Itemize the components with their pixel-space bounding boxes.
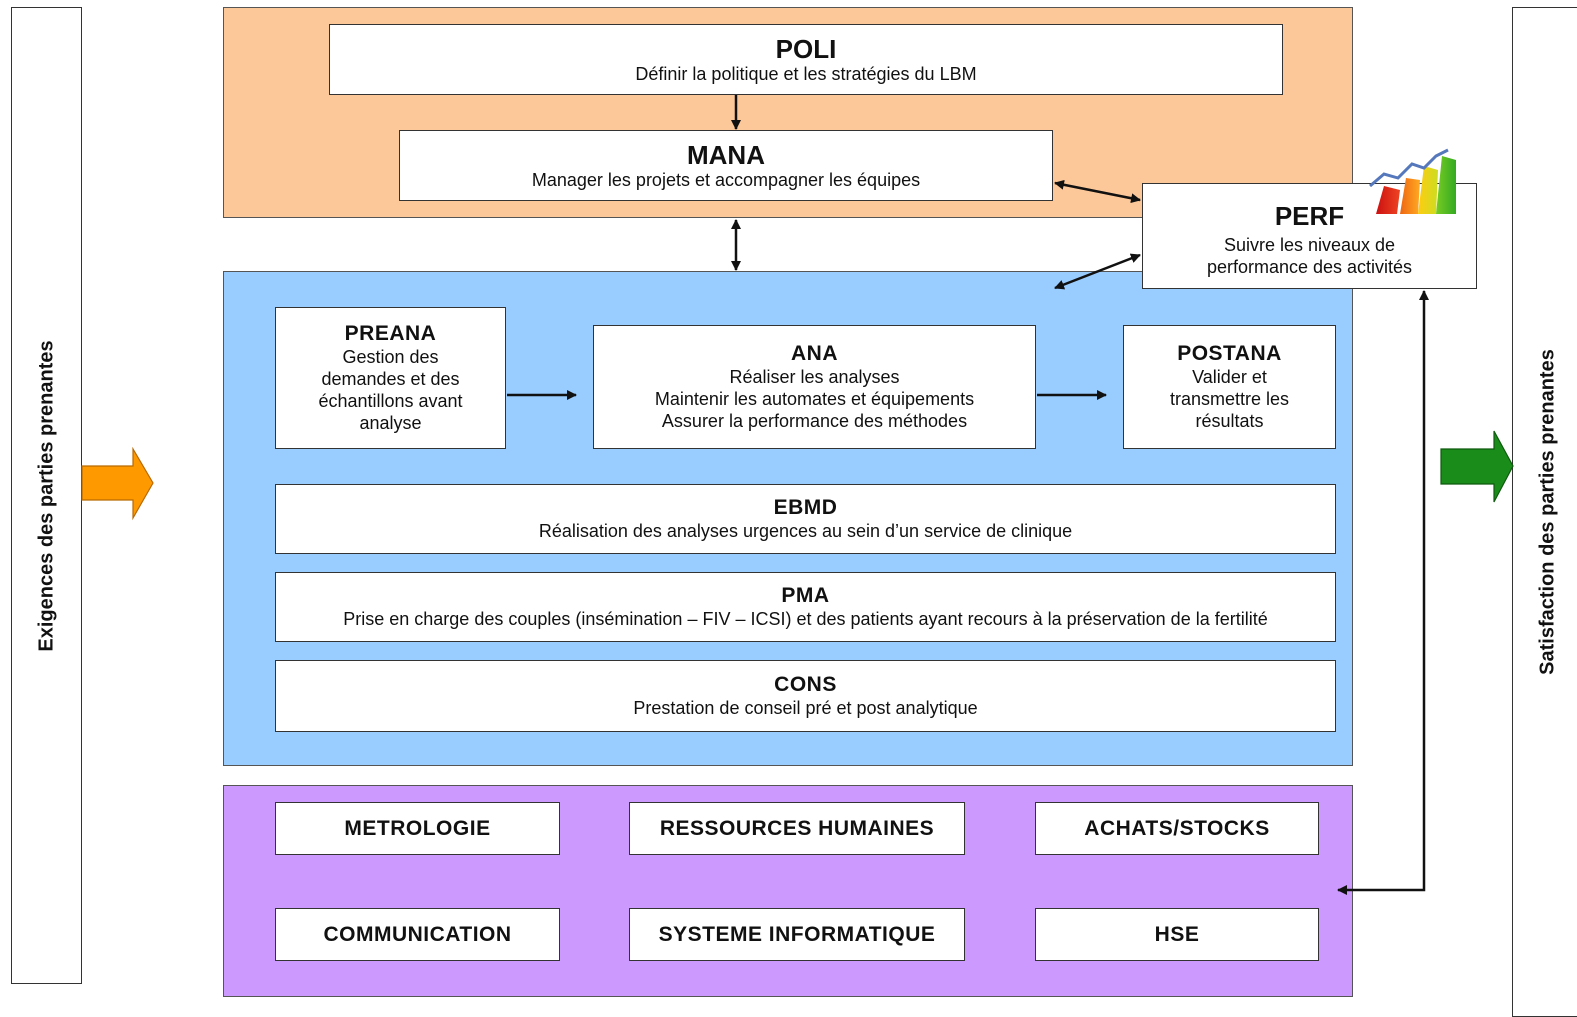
stakeholder-satisfaction-label: Satisfaction des parties prenantes <box>1536 349 1558 675</box>
process-mana: MANA Manager les projets et accompagner … <box>399 130 1053 201</box>
support-ressources-humaines: RESSOURCES HUMAINES <box>629 802 965 855</box>
process-ebmd: EBMD Réalisation des analyses urgences a… <box>275 484 1336 554</box>
process-perf-desc: Suivre les niveaux de performance des ac… <box>1206 235 1413 277</box>
support-communication: COMMUNICATION <box>275 908 560 961</box>
process-cons: CONS Prestation de conseil pré et post a… <box>275 660 1336 732</box>
process-pma-code: PMA <box>781 584 830 607</box>
process-poli-desc: Définir la politique et les stratégies d… <box>635 63 977 84</box>
process-mana-desc: Manager les projets et accompagner les é… <box>531 169 921 190</box>
process-ebmd-desc: Réalisation des analyses urgences au sei… <box>538 521 1073 541</box>
stakeholder-requirements-column: Exigences des parties prenantes <box>11 7 82 984</box>
output-arrow-icon <box>1440 430 1514 503</box>
process-preana-code: PREANA <box>344 322 437 345</box>
support-systeme-informatique: SYSTEME INFORMATIQUE <box>629 908 965 961</box>
process-preana-desc: Gestion des demandes et des échantillons… <box>318 347 463 433</box>
support-achats-stocks: ACHATS/STOCKS <box>1035 802 1319 855</box>
process-cons-code: CONS <box>774 673 837 696</box>
process-ebmd-code: EBMD <box>773 496 838 519</box>
process-ana-code: ANA <box>791 342 838 365</box>
process-poli-code: POLI <box>775 33 837 64</box>
process-postana: POSTANA Valider et transmettre les résul… <box>1123 325 1336 449</box>
process-postana-code: POSTANA <box>1177 342 1282 365</box>
process-poli: POLI Définir la politique et les stratég… <box>329 24 1283 95</box>
process-preana: PREANA Gestion des demandes et des échan… <box>275 307 506 449</box>
process-pma: PMA Prise en charge des couples (insémin… <box>275 572 1336 642</box>
process-postana-desc: Valider et transmettre les résultats <box>1169 367 1290 431</box>
process-mana-code: MANA <box>687 139 765 170</box>
process-ana: ANA Réaliser les analyses Maintenir les … <box>593 325 1036 449</box>
process-pma-desc: Prise en charge des couples (inséminatio… <box>343 609 1268 629</box>
stakeholder-requirements-label: Exigences des parties prenantes <box>35 339 57 652</box>
process-perf: PERF Suivre les niveaux de performance d… <box>1142 183 1477 289</box>
process-ana-desc: Réaliser les analyses Maintenir les auto… <box>654 367 975 431</box>
process-perf-code: PERF <box>1274 201 1345 231</box>
support-metrologie: METROLOGIE <box>275 802 560 855</box>
input-arrow-icon <box>81 446 154 521</box>
process-cons-desc: Prestation de conseil pré et post analyt… <box>633 698 978 718</box>
stakeholder-satisfaction-column: Satisfaction des parties prenantes <box>1512 7 1577 1017</box>
support-hse: HSE <box>1035 908 1319 961</box>
